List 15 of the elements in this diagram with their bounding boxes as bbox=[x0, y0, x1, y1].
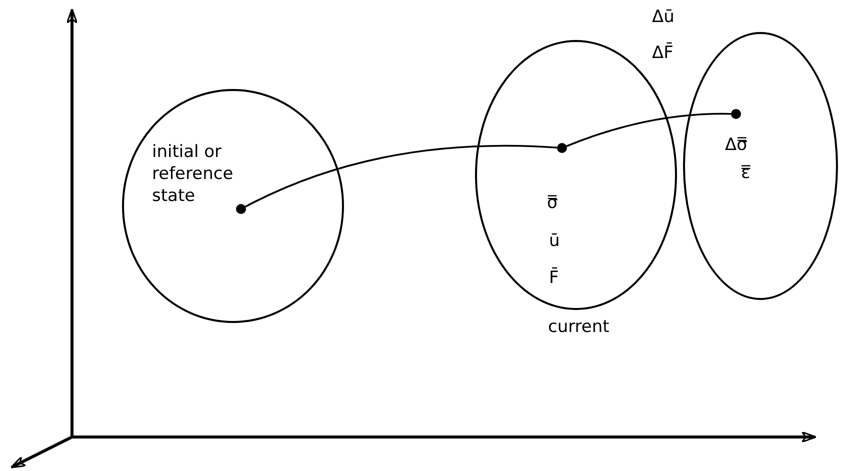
state-point bbox=[557, 143, 567, 153]
state-label: σ̿ bbox=[547, 192, 558, 214]
state-point bbox=[731, 109, 741, 119]
state-caption: current bbox=[548, 316, 610, 338]
state-ellipse bbox=[122, 89, 344, 323]
increment-label: Δū bbox=[652, 6, 674, 28]
increment-label: ΔF̄ bbox=[652, 42, 674, 64]
state-label: Δσ̿ bbox=[725, 134, 748, 156]
state-label: ū bbox=[549, 230, 560, 252]
state-label: F̄ bbox=[549, 267, 559, 289]
state-ellipse bbox=[683, 32, 838, 300]
state-point bbox=[236, 204, 246, 214]
state-label: ε̿ bbox=[741, 162, 750, 184]
state-label: initial or reference state bbox=[152, 141, 234, 207]
path-curve bbox=[245, 144, 558, 208]
